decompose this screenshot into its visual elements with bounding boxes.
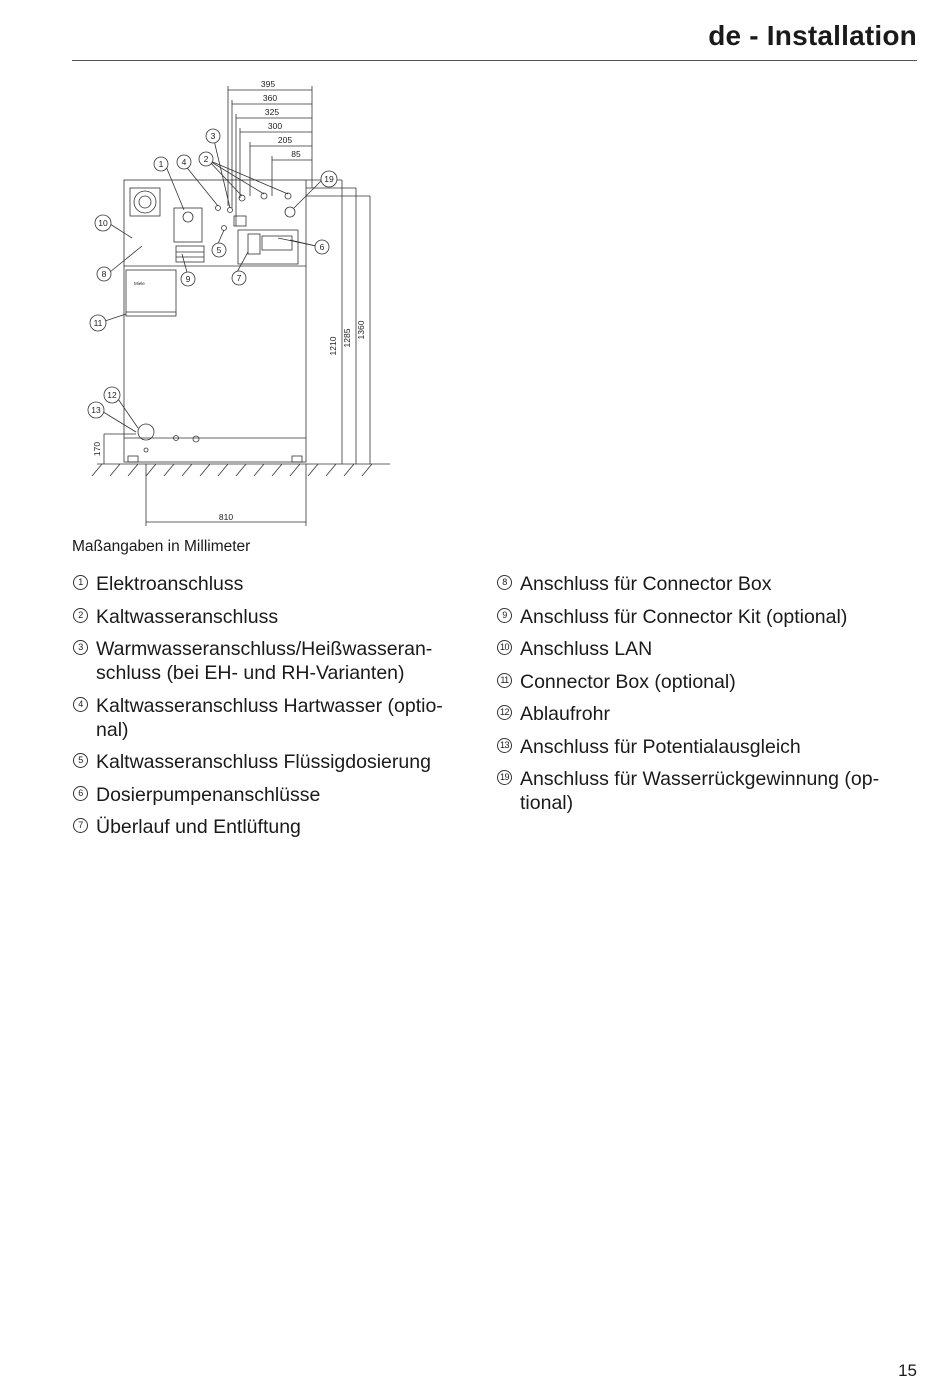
legend-item: 19 Anschluss für Wasserrückgewinnung (op-… (497, 767, 912, 815)
callout-4: 4 (176, 154, 192, 170)
floor-hatching (91, 463, 373, 477)
legend-item: 10 Anschluss LAN (497, 637, 912, 661)
legend-text: Elektroanschluss (96, 573, 244, 595)
dim-395: 395 (261, 79, 275, 89)
svg-text:8: 8 (102, 269, 107, 279)
svg-text:9: 9 (186, 274, 191, 284)
dim-810: 810 (219, 512, 233, 522)
legend-item: 5 Kaltwasseranschluss Flüssigdosierung (73, 750, 473, 774)
legend-number: 10 (497, 640, 512, 655)
legend-text: Kaltwasseranschluss (96, 605, 279, 628)
drawing-caption: Maßangaben in Millimeter (72, 538, 251, 555)
legend-item: 13 Anschluss für Potentialausgleich (497, 735, 912, 759)
legend-number: 8 (497, 575, 512, 590)
callout-19: 19 (320, 170, 338, 188)
callout-9: 9 (180, 271, 196, 287)
svg-text:3: 3 (211, 131, 216, 141)
callout-11: 11 (89, 314, 107, 332)
legend-number: 13 (497, 737, 512, 753)
legend-item: 6 Dosierpumpenanschlüsse (73, 783, 473, 807)
callout-10: 10 (94, 214, 112, 232)
dim-1285: 1285 (342, 328, 352, 347)
page-number: 15 (898, 1361, 917, 1380)
legend-number: 7 (73, 818, 88, 833)
callout-3: 3 (205, 128, 221, 144)
dim-300: 300 (268, 121, 282, 131)
legend-number: 11 (497, 672, 512, 688)
legend-number: 6 (73, 785, 88, 801)
page-header-title: de - Installation (708, 20, 917, 51)
legend-text: Überlauf und Entlüftung (96, 816, 301, 838)
svg-text:10: 10 (98, 218, 108, 228)
legend-item: 9 Anschluss für Connector Kit (optional) (497, 605, 912, 629)
legend-item: 3 Warmwasseranschluss/Heißwasseran-schlus… (73, 637, 473, 685)
machine-body (123, 179, 307, 463)
legend-item: 7 Überlauf und Entlüftung (73, 815, 473, 839)
legend-item: 1 Elektroanschluss (73, 572, 473, 596)
legend-text: Warmwasseranschluss/Heißwasseran-schluss… (96, 638, 433, 684)
svg-text:7: 7 (237, 273, 242, 283)
legend-text: Anschluss für Wasserrückgewinnung (op-ti… (520, 768, 880, 814)
callout-6: 6 (314, 239, 330, 255)
legend-item: 12 Ablaufrohr (497, 702, 912, 726)
technical-drawing: 395 360 325 300 205 85 1210 1285 1360 17… (87, 79, 390, 526)
svg-text:6: 6 (320, 242, 325, 252)
legend-item: 4 Kaltwasseranschluss Hartwasser (optio-n… (73, 694, 473, 742)
brand-logo: Miele (134, 281, 145, 286)
legend-number: 3 (73, 640, 88, 655)
svg-text:1: 1 (159, 159, 164, 169)
legend-number: 19 (497, 770, 512, 785)
dim-205: 205 (278, 135, 292, 145)
legend-item: 11 Connector Box (optional) (497, 670, 912, 694)
callout-7: 7 (231, 270, 247, 286)
legend-left: 1 Elektroanschluss 2 Kaltwasseranschluss 3… (73, 572, 473, 848)
callout-2: 2 (198, 151, 214, 167)
legend-item: 2 Kaltwasseranschluss (73, 605, 473, 629)
legend-text: Anschluss LAN (520, 638, 653, 660)
callout-12: 12 (103, 386, 121, 404)
legend-number: 5 (73, 753, 88, 768)
callout-1: 1 (153, 156, 169, 172)
dim-360: 360 (263, 93, 277, 103)
legend-text: Anschluss für Potentialausgleich (520, 735, 801, 758)
dim-1360: 1360 (356, 320, 366, 339)
svg-text:12: 12 (107, 390, 117, 400)
svg-text:19: 19 (324, 174, 334, 184)
legend-text: Anschluss für Connector Kit (optional) (520, 605, 848, 628)
dim-1210: 1210 (328, 336, 338, 355)
dim-85: 85 (291, 149, 301, 159)
legend-text: Kaltwasseranschluss Hartwasser (optio-na… (96, 694, 443, 741)
callout-13: 13 (87, 401, 105, 419)
svg-text:5: 5 (217, 245, 222, 255)
legend-number: 2 (73, 607, 88, 623)
legend-number: 4 (73, 696, 88, 712)
dim-325: 325 (265, 107, 279, 117)
legend-number: 12 (497, 705, 512, 720)
legend-text: Anschluss für Connector Box (520, 573, 772, 595)
legend-item: 8 Anschluss für Connector Box (497, 572, 912, 596)
legend-text: Connector Box (optional) (520, 670, 736, 693)
svg-text:11: 11 (94, 318, 103, 328)
legend-text: Ablaufrohr (520, 703, 610, 725)
dim-170: 170 (92, 442, 102, 456)
legend-text: Kaltwasseranschluss Flüssigdosierung (96, 751, 431, 773)
svg-text:2: 2 (204, 154, 209, 164)
svg-text:13: 13 (91, 405, 101, 415)
callout-8: 8 (96, 266, 112, 282)
svg-text:4: 4 (182, 157, 187, 167)
legend-number: 1 (73, 575, 88, 590)
callout-5: 5 (211, 242, 227, 258)
header-divider (72, 60, 917, 61)
legend-number: 9 (497, 607, 512, 623)
legend-text: Dosierpumpenanschlüsse (96, 783, 321, 806)
